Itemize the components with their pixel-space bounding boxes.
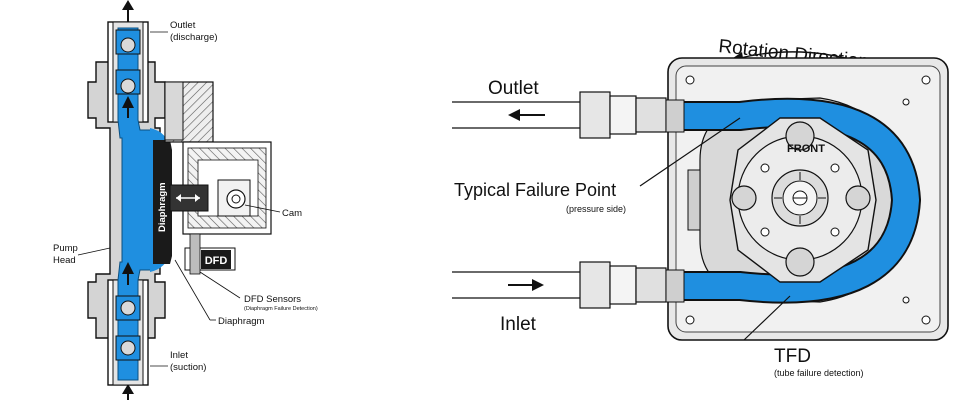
screw-hole bbox=[685, 75, 695, 85]
diaphragm-vertical-label: Diaphragm bbox=[157, 182, 168, 232]
pump-tube bbox=[680, 99, 920, 302]
inlet-label-right: Inlet bbox=[500, 314, 537, 335]
pump-head-label-2: Head bbox=[53, 255, 76, 266]
peristaltic-pump-diagram: Rotation Direction bbox=[452, 36, 949, 378]
rotor-roller bbox=[785, 121, 815, 151]
dfd-box-label: DFD bbox=[205, 255, 228, 267]
cam-label: Cam bbox=[282, 208, 302, 219]
fluid-channel bbox=[117, 27, 164, 381]
screw-hole bbox=[921, 315, 931, 325]
front-label: FRONT bbox=[787, 143, 825, 155]
dfd-sensors-label: DFD Sensors bbox=[244, 294, 301, 305]
outlet-fitting bbox=[579, 91, 611, 139]
rotor-roller bbox=[731, 185, 757, 211]
dfd-sensors-sub-label: (Diaphragm Failure Detection) bbox=[244, 306, 318, 312]
failure-point-sub-label: (pressure side) bbox=[566, 204, 626, 214]
screw-hole bbox=[685, 315, 695, 325]
tfd-sub-label: (tube failure detection) bbox=[774, 368, 864, 378]
inlet-label-left: Inlet bbox=[170, 350, 188, 361]
failure-point-label: Typical Failure Point bbox=[454, 180, 616, 200]
outlet-sub-label-left: (discharge) bbox=[170, 32, 218, 43]
outlet-label-left: Outlet bbox=[170, 20, 196, 31]
inlet-flow-arrowhead bbox=[122, 384, 134, 394]
check-valve-ball bbox=[120, 78, 136, 94]
diaphragm-pump-diagram: Diaphragm DFD Outlet (discharge) Cam bbox=[53, 0, 318, 400]
diaphragm bbox=[153, 140, 172, 264]
rotor-roller bbox=[785, 247, 815, 277]
inlet-sub-label-left: (suction) bbox=[170, 362, 206, 373]
rotor-roller bbox=[845, 185, 871, 211]
outlet-flow-arrowhead bbox=[122, 0, 134, 10]
tfd-label: TFD bbox=[774, 346, 811, 367]
outlet-label-right: Outlet bbox=[488, 78, 539, 99]
inlet-fitting bbox=[579, 261, 611, 309]
check-valve-ball bbox=[120, 300, 136, 316]
screw-hole bbox=[921, 75, 931, 85]
diaphragm-label: Diaphragm bbox=[218, 316, 265, 327]
check-valve-ball bbox=[120, 340, 136, 356]
check-valve-ball bbox=[120, 37, 136, 53]
dfd-box bbox=[201, 250, 231, 269]
pump-head-label-1: Pump bbox=[53, 243, 78, 254]
